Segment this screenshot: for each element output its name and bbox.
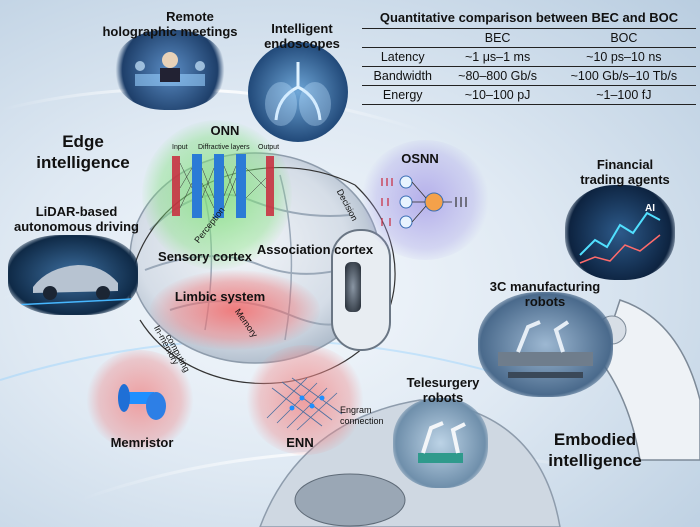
- label-sensory-cortex: Sensory cortex: [158, 249, 252, 264]
- label-engram-1: Engram: [340, 405, 372, 415]
- label-engram-2: connection: [340, 416, 384, 426]
- table-row: Energy ~10–100 pJ ~1–100 fJ: [362, 85, 696, 105]
- label-embodied-2: intelligence: [548, 451, 642, 470]
- table-title: Quantitative comparison between BEC and …: [362, 10, 696, 29]
- onn-input-label: Input: [172, 144, 188, 151]
- label-endoscopes-2: endoscopes: [264, 36, 340, 51]
- label-manufacturing-2: robots: [524, 294, 566, 309]
- label-edge-1: Edge: [62, 132, 104, 151]
- osnn-diagram: [381, 175, 467, 229]
- surgery-robot-icon: [393, 398, 488, 488]
- label-edge-2: intelligence: [36, 153, 130, 172]
- row-boc: ~1–100 fJ: [551, 85, 696, 105]
- row-boc: ~10 ps–10 ns: [551, 47, 696, 67]
- label-remote-2: holographic meetings: [102, 24, 238, 39]
- label-memristor: Memristor: [110, 435, 174, 450]
- label-remote-1: Remote: [166, 9, 214, 24]
- limbic-glow: [150, 270, 320, 350]
- onn-layers-label: Diffractive layers: [198, 144, 250, 151]
- label-telesurgery-1: Telesurgery: [406, 375, 480, 390]
- row-boc: ~100 Gb/s–10 Tb/s: [551, 66, 696, 86]
- row-metric: Latency: [362, 47, 444, 67]
- table-row: Bandwidth ~80–800 Gb/s ~100 Gb/s–10 Tb/s: [362, 66, 696, 86]
- enn-glow: [245, 345, 365, 455]
- label-financial-2: trading agents: [580, 172, 670, 187]
- row-bec: ~1 μs–1 ms: [443, 47, 552, 67]
- endoscope-lungs-icon: [248, 42, 348, 142]
- ai-tag: AI: [645, 203, 655, 214]
- row-metric: Bandwidth: [362, 66, 444, 86]
- label-telesurgery-2: robots: [422, 390, 464, 405]
- comparison-table: Quantitative comparison between BEC and …: [362, 10, 696, 105]
- table-row: Latency ~1 μs–1 ms ~10 ps–10 ns: [362, 47, 696, 67]
- label-manufacturing-1: 3C manufacturing: [489, 279, 601, 294]
- label-association-cortex: Association cortex: [256, 242, 374, 257]
- financial-screen-icon: AI: [565, 185, 675, 280]
- label-embodied-1: Embodied: [553, 430, 637, 449]
- label-lidar-1: LiDAR-based: [35, 204, 118, 219]
- label-onn: ONN: [210, 123, 240, 138]
- onn-output-label: Output: [258, 144, 280, 151]
- holographic-meeting-icon: [115, 30, 225, 110]
- memristor-icon: [118, 384, 166, 420]
- row-bec: ~10–100 pJ: [443, 85, 552, 105]
- label-osnn: OSNN: [401, 151, 439, 166]
- label-enn: ENN: [286, 435, 314, 450]
- label-lidar-2: autonomous driving: [14, 219, 139, 234]
- engram-network-icon: [266, 377, 343, 431]
- label-financial-1: Financial: [596, 157, 654, 172]
- table-header-blank: [362, 29, 444, 48]
- row-bec: ~80–800 Gb/s: [443, 66, 552, 86]
- label-limbic-system: Limbic system: [174, 289, 266, 304]
- row-metric: Energy: [362, 85, 444, 105]
- table-header-boc: BOC: [551, 29, 696, 48]
- onn-diagram: [172, 154, 274, 218]
- vr-headset-icon: [331, 229, 391, 351]
- table-header-bec: BEC: [443, 29, 552, 48]
- label-endoscopes-1: Intelligent: [271, 21, 333, 36]
- manufacturing-robot-icon: [478, 292, 613, 397]
- car-icon: [8, 235, 138, 315]
